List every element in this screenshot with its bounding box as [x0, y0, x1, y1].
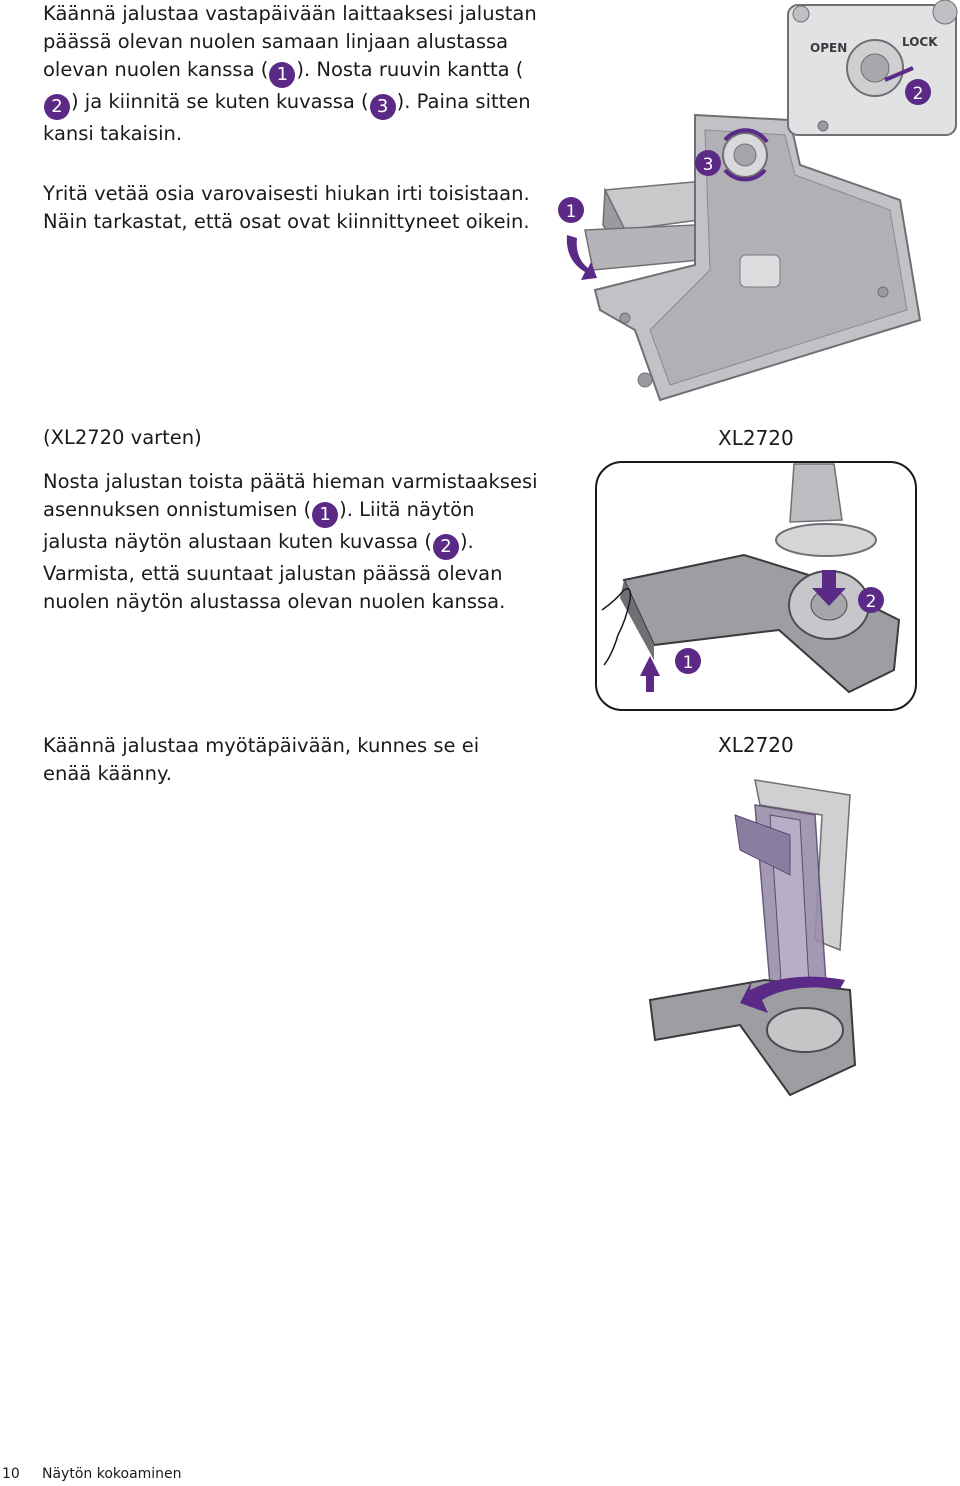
text-segment: ). Nosta ruuvin kantta (: [296, 58, 524, 81]
step-badge-2: 2: [432, 534, 459, 560]
illustration-attach-base: 1 2: [595, 461, 917, 711]
inset-zoom: OPEN LOCK: [787, 0, 958, 136]
step-badge-1: 1: [269, 62, 296, 88]
footer-section-title: Näytön kokoaminen: [42, 1466, 182, 1482]
lock-knob: [722, 128, 769, 182]
page-number: 10: [2, 1466, 20, 1482]
callout-3-label: 3: [703, 155, 714, 175]
section2-heading: (XL2720 varten): [43, 424, 443, 452]
text-segment: Käännä jalustaa myötäpäivään, kunnes se …: [43, 734, 480, 785]
model-label-2: XL2720: [718, 733, 794, 757]
illustration-rotate-stand: [648, 779, 857, 1097]
instruction-attach-stand: Nosta jalustan toista päätä hieman varmi…: [43, 468, 543, 616]
callout-3: 3: [695, 150, 721, 176]
text-segment: ). Varmista, että suuntaat jalustan pääs…: [43, 530, 506, 613]
open-label: OPEN: [810, 41, 847, 55]
callout-1-label: 1: [566, 202, 577, 222]
step-badge-3: 3: [369, 94, 396, 120]
step-badge-1: 1: [312, 502, 339, 528]
step-badge-2: 2: [44, 94, 70, 120]
instruction-check-attachment: Yritä vetää osia varovaisesti hiukan irt…: [43, 180, 543, 236]
heading-text: (XL2720 varten): [43, 426, 202, 449]
rotation-arrow-icon: [740, 976, 845, 1013]
down-arrow-icon: [812, 570, 846, 606]
callout-1: 1: [675, 648, 701, 674]
illustration-stand-lock: OPEN LOCK 1 3 2: [558, 0, 958, 402]
callout-1: 1: [558, 197, 584, 223]
up-arrow-icon: [640, 656, 660, 692]
hand-sketch: [601, 588, 632, 666]
text-segment: Nosta jalustan toista päätä hieman varmi…: [43, 470, 538, 521]
text-segment: Käännä jalustaa vastapäivään laittaakses…: [43, 2, 537, 81]
text-segment: ). Liitä näytön jalusta näytön alustaan …: [43, 498, 475, 553]
instruction-rotate-clockwise: Käännä jalustaa myötäpäivään, kunnes se …: [43, 732, 523, 788]
callout-2-label: 2: [913, 84, 924, 104]
text-segment: ) ja kiinnitä se kuten kuvassa (: [71, 90, 369, 113]
rotation-arrow-icon: [566, 235, 597, 280]
callout-2-label: 2: [866, 592, 877, 612]
callout-1-label: 1: [683, 653, 694, 673]
model-label-1: XL2720: [718, 426, 794, 450]
stand-base-plate: [593, 113, 922, 402]
instruction-rotate-counterclockwise: Käännä jalustaa vastapäivään laittaakses…: [43, 0, 543, 148]
text-segment: ). Paina sitten kansi takaisin.: [43, 90, 531, 145]
callout-2: 2: [858, 587, 884, 613]
text-segment: Yritä vetää osia varovaisesti hiukan irt…: [43, 182, 530, 233]
callout-2: 2: [905, 79, 931, 105]
lock-label: LOCK: [902, 35, 938, 49]
